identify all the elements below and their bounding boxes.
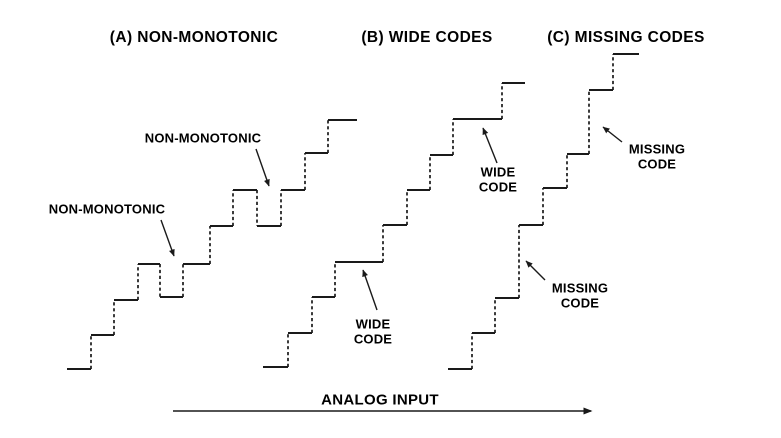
callout-line: MISSING <box>551 280 609 296</box>
staircase-b-code-levels <box>263 82 525 368</box>
analog-input-label: ANALOG INPUT <box>321 391 439 409</box>
panel-b-title: (B) WIDE CODES <box>361 29 493 46</box>
staircase-b <box>263 82 525 368</box>
staircase-c-code-levels <box>448 53 639 370</box>
callout-arrow <box>362 269 378 311</box>
callout-line: CODE <box>353 332 393 347</box>
callout-line: NON-MONOTONIC <box>144 130 262 146</box>
callout-line: CODE <box>478 180 518 195</box>
callout-line: CODE <box>637 157 677 172</box>
callout-arrow <box>255 148 270 187</box>
callout-arrow <box>602 126 623 143</box>
staircase-c-transitions <box>471 54 614 369</box>
staircase-a-code-levels <box>67 119 357 370</box>
staircase-b-transitions <box>287 83 503 367</box>
panel-c-title: (C) MISSING CODES <box>547 29 705 46</box>
callout-missing-code-2: MISSING CODE <box>629 142 685 173</box>
callout-wide-code-1: WIDE CODE <box>354 317 392 348</box>
callout-wide-code-2: WIDE CODE <box>479 165 517 196</box>
callout-missing-code-1: MISSING CODE <box>552 281 608 312</box>
callout-line: CODE <box>560 296 600 311</box>
callout-non-monotonic-2: NON-MONOTONIC <box>145 130 261 145</box>
callout-arrow <box>525 260 546 281</box>
callout-line: MISSING <box>628 141 686 157</box>
callout-line: WIDE <box>355 316 391 332</box>
callout-line: WIDE <box>480 164 516 180</box>
callout-arrow <box>160 219 175 257</box>
staircase-a-transitions <box>90 120 329 369</box>
callout-non-monotonic-1: NON-MONOTONIC <box>49 201 165 216</box>
callout-arrow <box>482 127 498 164</box>
callout-line: NON-MONOTONIC <box>48 201 166 217</box>
callout-arrows <box>160 126 623 311</box>
staircase-c <box>448 53 639 370</box>
panel-a-title: (A) NON-MONOTONIC <box>109 29 279 46</box>
staircase-a <box>67 119 357 370</box>
